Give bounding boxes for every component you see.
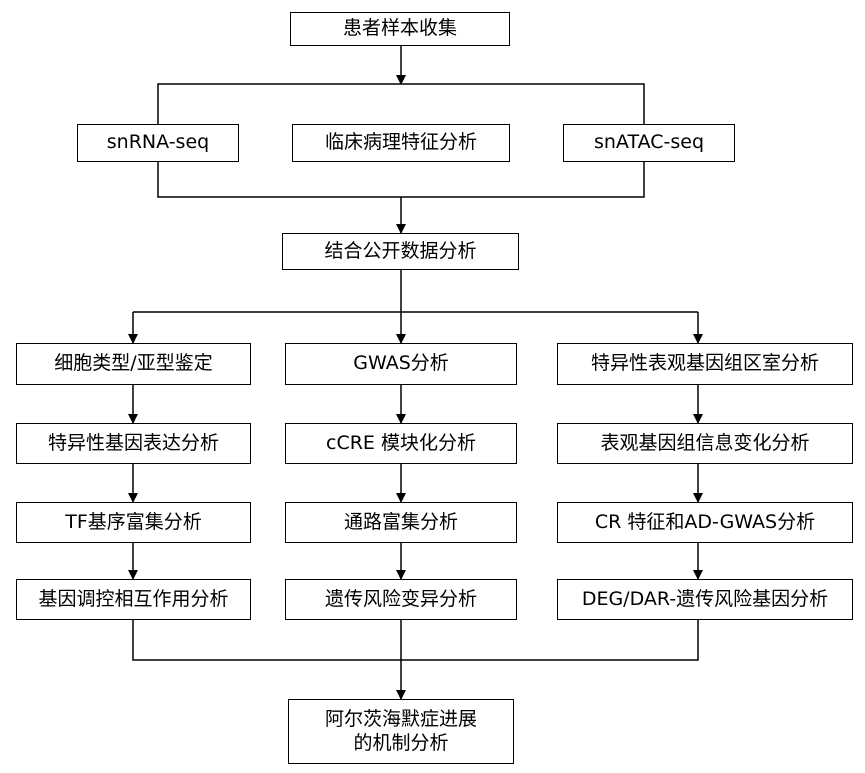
node-genetic-risk-variant: 遗传风险变异分析 <box>285 579 517 620</box>
node-epigenome-info-change: 表观基因组信息变化分析 <box>557 423 853 464</box>
node-sample-collection: 患者样本收集 <box>290 12 510 46</box>
node-public-data: 结合公开数据分析 <box>282 233 519 270</box>
node-tf-enrichment: TF基序富集分析 <box>16 502 251 543</box>
node-snatac-seq: snATAC-seq <box>563 124 735 162</box>
node-clinicopathology: 临床病理特征分析 <box>292 124 510 162</box>
node-gene-regulation: 基因调控相互作用分析 <box>16 579 251 620</box>
node-cr-ad-gwas: CR 特征和AD-GWAS分析 <box>557 502 853 543</box>
node-deg-dar: DEG/DAR-遗传风险基因分析 <box>557 579 853 620</box>
node-pathway-enrichment: 通路富集分析 <box>285 502 517 543</box>
node-epigenome-compartment: 特异性表观基因组区室分析 <box>557 343 853 385</box>
node-snrna-seq: snRNA-seq <box>77 124 239 162</box>
node-cell-type: 细胞类型/亚型鉴定 <box>16 343 251 385</box>
node-final-ad-mechanism: 阿尔茨海默症进展 的机制分析 <box>288 699 514 764</box>
node-final-line1: 阿尔茨海默症进展 <box>324 707 477 730</box>
node-specific-gene-expr: 特异性基因表达分析 <box>16 423 251 464</box>
node-gwas: GWAS分析 <box>285 343 517 385</box>
node-ccre-module: cCRE 模块化分析 <box>285 423 517 464</box>
node-final-line2: 的机制分析 <box>353 731 449 754</box>
